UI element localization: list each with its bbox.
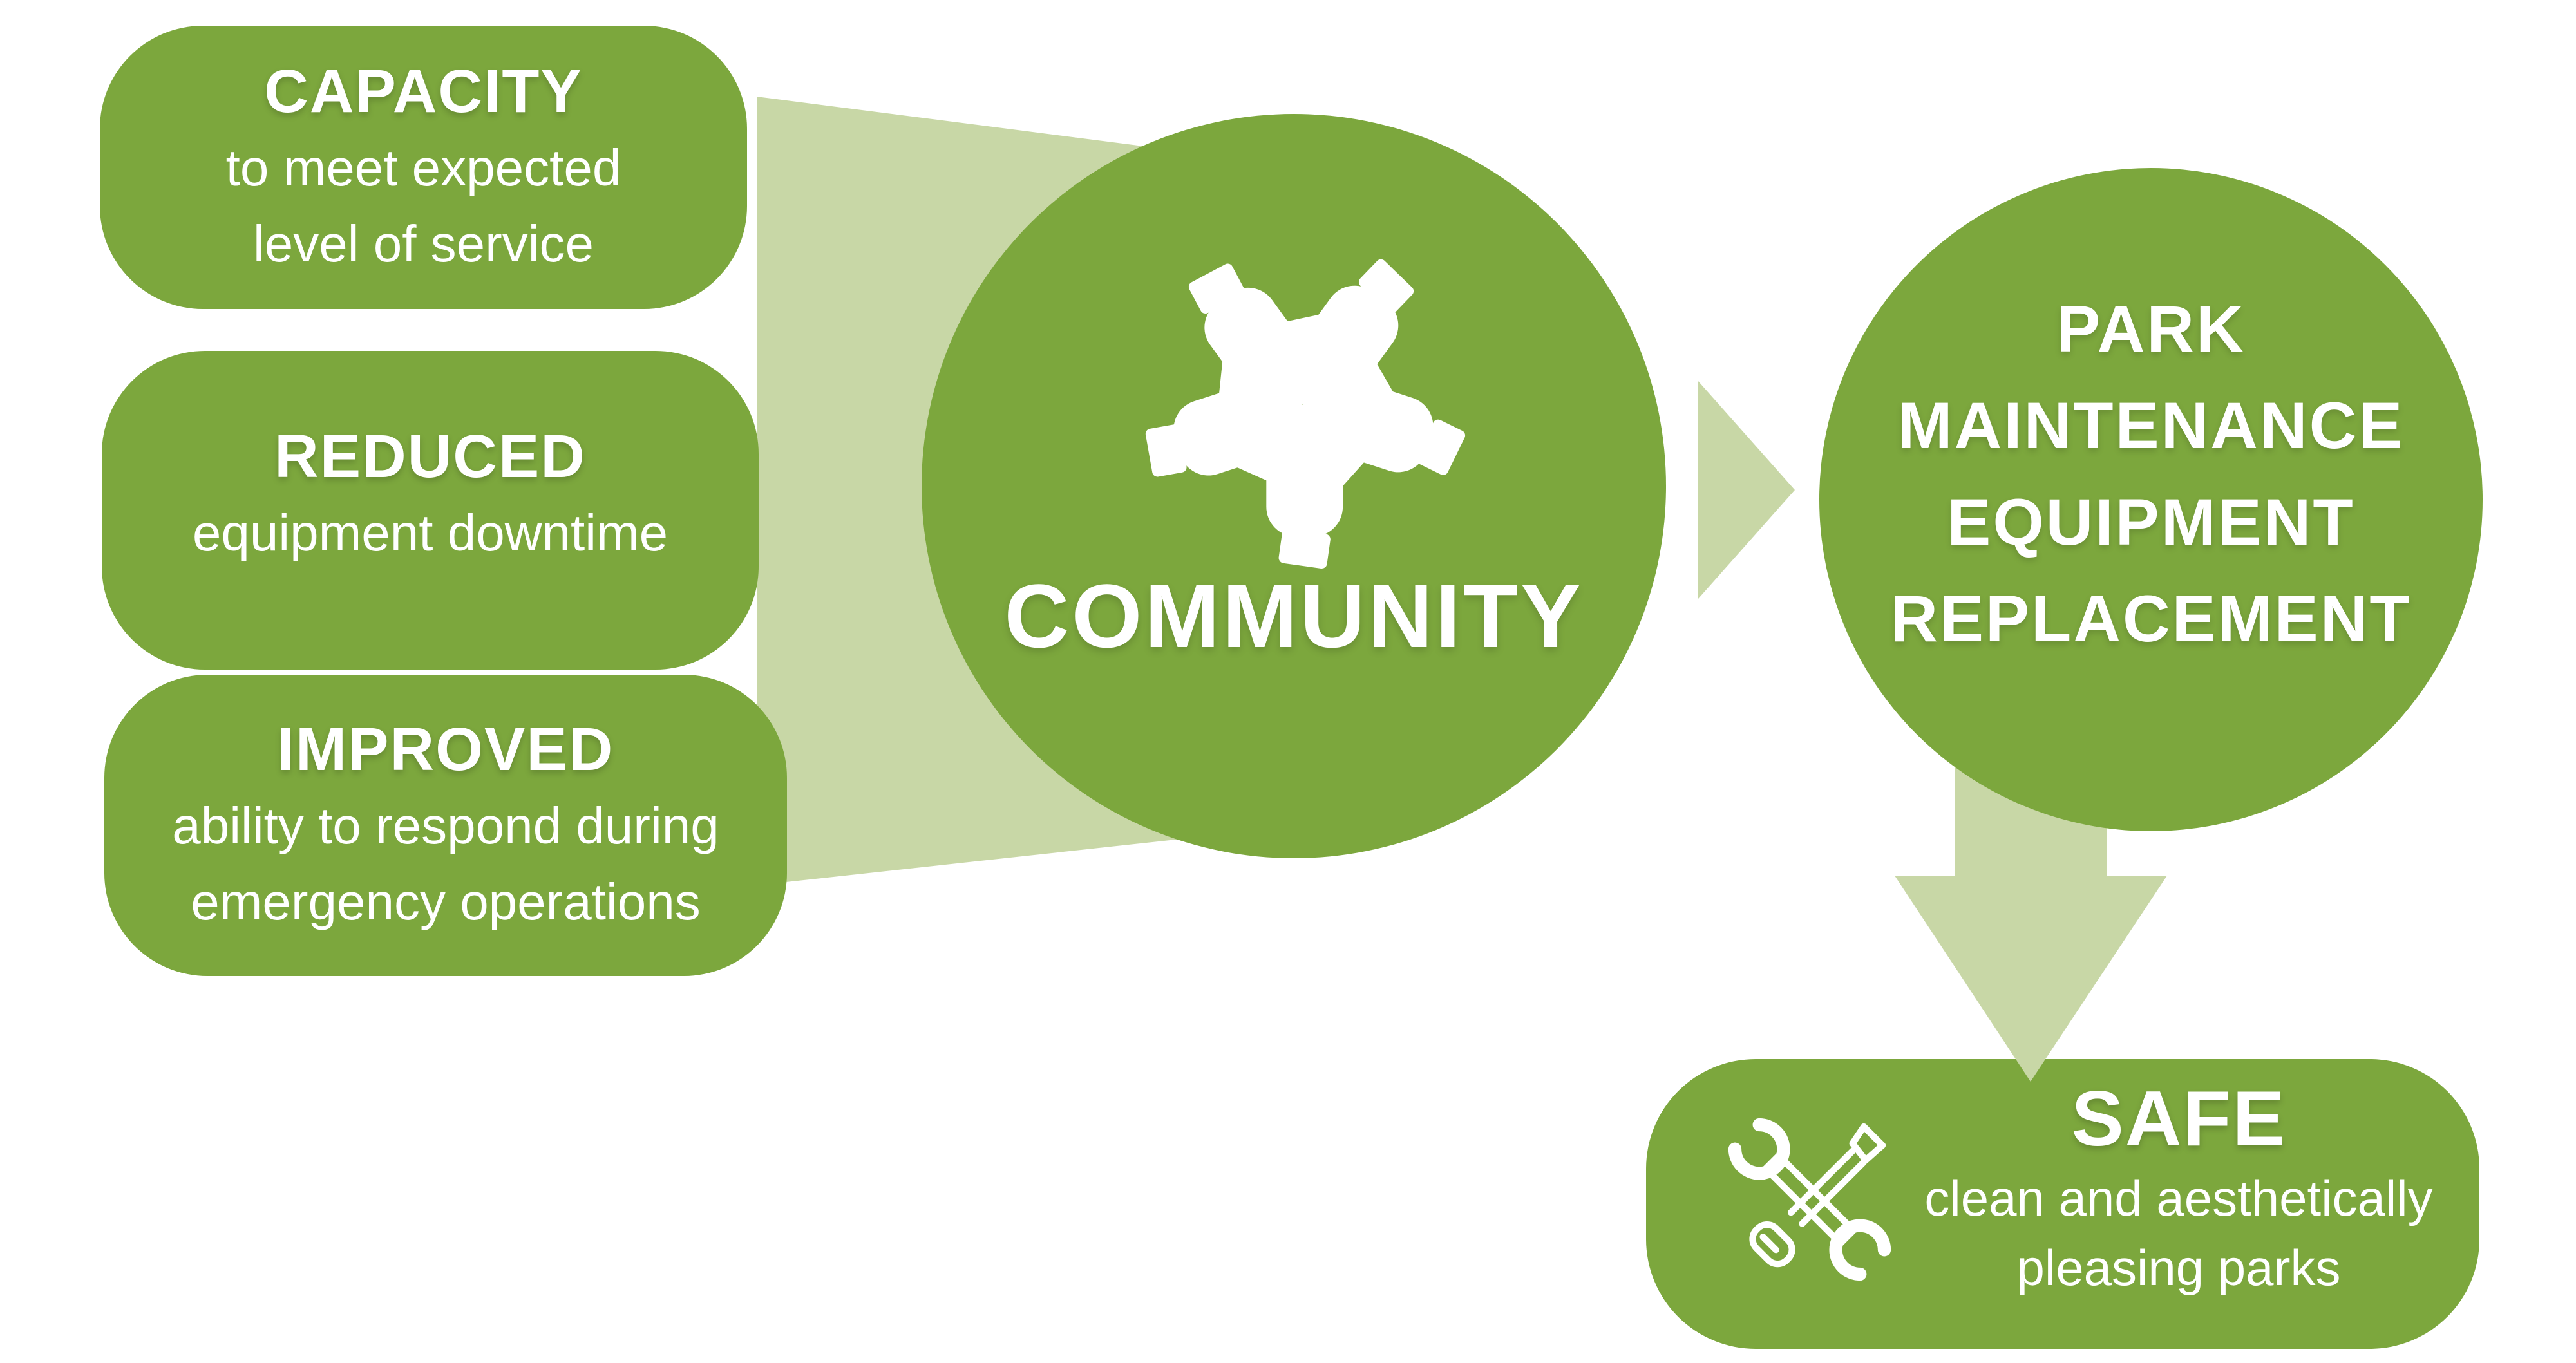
wrench-shaft <box>1762 1152 1857 1247</box>
pill-subtext-line: to meet expected <box>225 139 621 196</box>
pill-subtext-line: emergency operations <box>191 873 701 930</box>
pill-subtext-line: level of service <box>252 215 594 272</box>
pill-title: IMPROVED <box>277 715 614 784</box>
pill-title: REDUCED <box>274 422 586 491</box>
screwdriver-blade-tip <box>1849 1123 1886 1164</box>
community-circle: COMMUNITY <box>922 114 1666 858</box>
outcome-line: PARK <box>2056 292 2246 366</box>
input-pill-capacity: CAPACITY to meet expected level of servi… <box>100 26 747 309</box>
pill-subtext-line: pleasing parks <box>2016 1239 2341 1296</box>
screwdriver-handle <box>1749 1221 1795 1268</box>
pill-subtext-line: ability to respond during <box>172 797 719 854</box>
result-pill-safe: SAFE clean and aesthetically pleasing pa… <box>1646 1059 2479 1349</box>
wrench-top-jaw <box>1728 1118 1790 1180</box>
safe-text-block: SAFE clean and aesthetically pleasing pa… <box>1904 1059 2454 1349</box>
wrench-bottom-jaw <box>1829 1219 1891 1281</box>
screwdriver-shaft-edge <box>1787 1147 1856 1216</box>
pill-title: CAPACITY <box>264 57 583 126</box>
pill-subtext-line: clean and aesthetically <box>1924 1170 2433 1227</box>
outcome-line: MAINTENANCE <box>1897 389 2405 462</box>
screwdriver-handle-grip <box>1759 1233 1779 1254</box>
input-pill-improved: IMPROVED ability to respond during emerg… <box>104 675 787 976</box>
outcome-text-block: PARK MAINTENANCE EQUIPMENT REPLACEMENT <box>1890 281 2411 667</box>
wrench-screwdriver-icon <box>1728 1118 1891 1281</box>
pill-title: SAFE <box>2071 1075 2286 1162</box>
pill-subtext-line: equipment downtime <box>192 503 668 561</box>
arrow-right-icon <box>1698 381 1795 599</box>
input-pill-reduced: REDUCED equipment downtime <box>102 351 759 670</box>
community-label: COMMUNITY <box>1004 565 1584 666</box>
outcome-line: EQUIPMENT <box>1947 485 2355 559</box>
screwdriver-shaft-edge <box>1799 1158 1868 1227</box>
five-hands-circle-icon <box>1129 230 1477 570</box>
outcome-circle-park-maintenance: PARK MAINTENANCE EQUIPMENT REPLACEMENT <box>1819 168 2483 831</box>
outcome-line: REPLACEMENT <box>1890 582 2412 655</box>
